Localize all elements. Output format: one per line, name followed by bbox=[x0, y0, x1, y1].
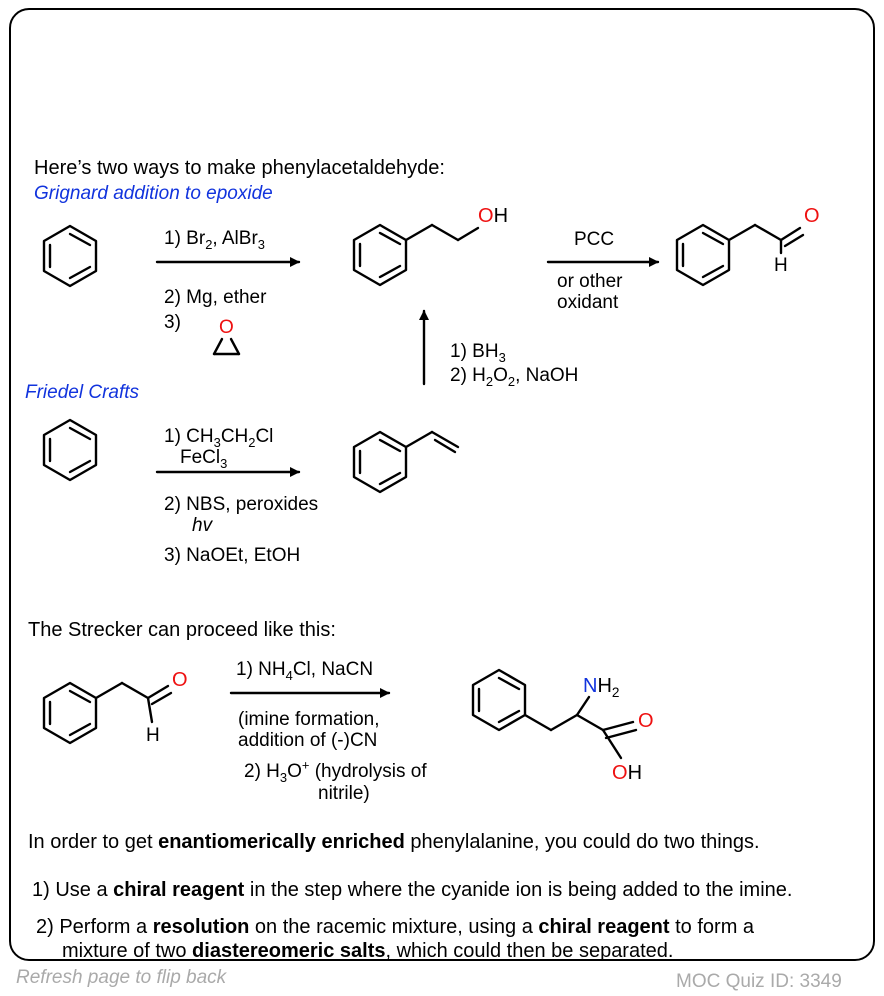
route1-step2: 2) Mg, ether bbox=[164, 287, 267, 308]
carbonyl-oxygen: O bbox=[638, 710, 654, 732]
hydroxyl-group-label: OH bbox=[612, 762, 643, 784]
strecker-step2: 2) H3O+ (hydrolysis of bbox=[244, 757, 427, 785]
strecker-aldehyde-hydrogen: H bbox=[146, 725, 160, 746]
option-2-line1: 2) Perform a resolution on the racemic m… bbox=[36, 916, 755, 938]
oxidation-reagent: PCC bbox=[574, 229, 615, 250]
route1-step1: 1) Br2, AlBr3 bbox=[164, 228, 265, 252]
strecker-step1: 1) NH4Cl, NaCN bbox=[236, 659, 374, 683]
intro-text: Here’s two ways to make phenylacetaldehy… bbox=[34, 157, 445, 179]
hydroboration-step1: 1) BH3 bbox=[450, 341, 506, 365]
phenylacetaldehyde-structure bbox=[675, 223, 805, 287]
amine-group-label: NH2 bbox=[583, 675, 620, 700]
conclusion-text: In order to get enantiomerically enriche… bbox=[28, 831, 760, 853]
route1-title: Grignard addition to epoxide bbox=[34, 183, 273, 204]
route1-step3: 3) bbox=[164, 312, 181, 333]
epoxide-structure bbox=[212, 337, 241, 356]
strecker-step2-line2: nitrile) bbox=[318, 783, 370, 804]
aldehyde-oxygen: O bbox=[804, 205, 820, 227]
strecker-intro: The Strecker can proceed like this: bbox=[28, 619, 336, 641]
route2-step2-light: hv bbox=[192, 515, 213, 536]
hydroboration-step2: 2) H2O2, NaOH bbox=[450, 365, 579, 389]
route2-step1-catalyst: FeCl3 bbox=[180, 447, 228, 471]
strecker-note1: (imine formation, bbox=[238, 709, 380, 730]
refresh-link[interactable]: Refresh page to flip back bbox=[16, 967, 227, 988]
quiz-card bbox=[9, 8, 875, 961]
route2-step3: 3) NaOEt, EtOH bbox=[164, 545, 301, 566]
strecker-aldehyde-structure bbox=[42, 681, 173, 745]
route2-title: Friedel Crafts bbox=[25, 382, 140, 403]
option-1: 1) Use a chiral reagent in the step wher… bbox=[32, 879, 793, 901]
route2-step2: 2) NBS, peroxides bbox=[164, 494, 319, 515]
epoxide-oxygen: O bbox=[219, 317, 234, 338]
oxidation-alt-line2: oxidant bbox=[557, 292, 619, 313]
benzene-ring bbox=[42, 418, 98, 482]
option-2-line2: mixture of two diastereomeric salts, whi… bbox=[62, 940, 674, 962]
benzene-ring bbox=[42, 224, 98, 288]
aldehyde-hydrogen: H bbox=[774, 255, 788, 276]
styrene-structure bbox=[352, 430, 460, 494]
alcohol-oh-label: OH bbox=[478, 205, 509, 227]
quiz-id: MOC Quiz ID: 3349 bbox=[676, 971, 842, 992]
phenylethanol-structure bbox=[352, 223, 480, 287]
phenylalanine-structure bbox=[471, 668, 638, 760]
oxidation-alt-line1: or other bbox=[557, 271, 623, 292]
strecker-aldehyde-oxygen: O bbox=[172, 669, 188, 691]
strecker-note2: addition of (-)CN bbox=[238, 730, 378, 751]
route2-step1: 1) CH3CH2Cl bbox=[164, 426, 274, 450]
